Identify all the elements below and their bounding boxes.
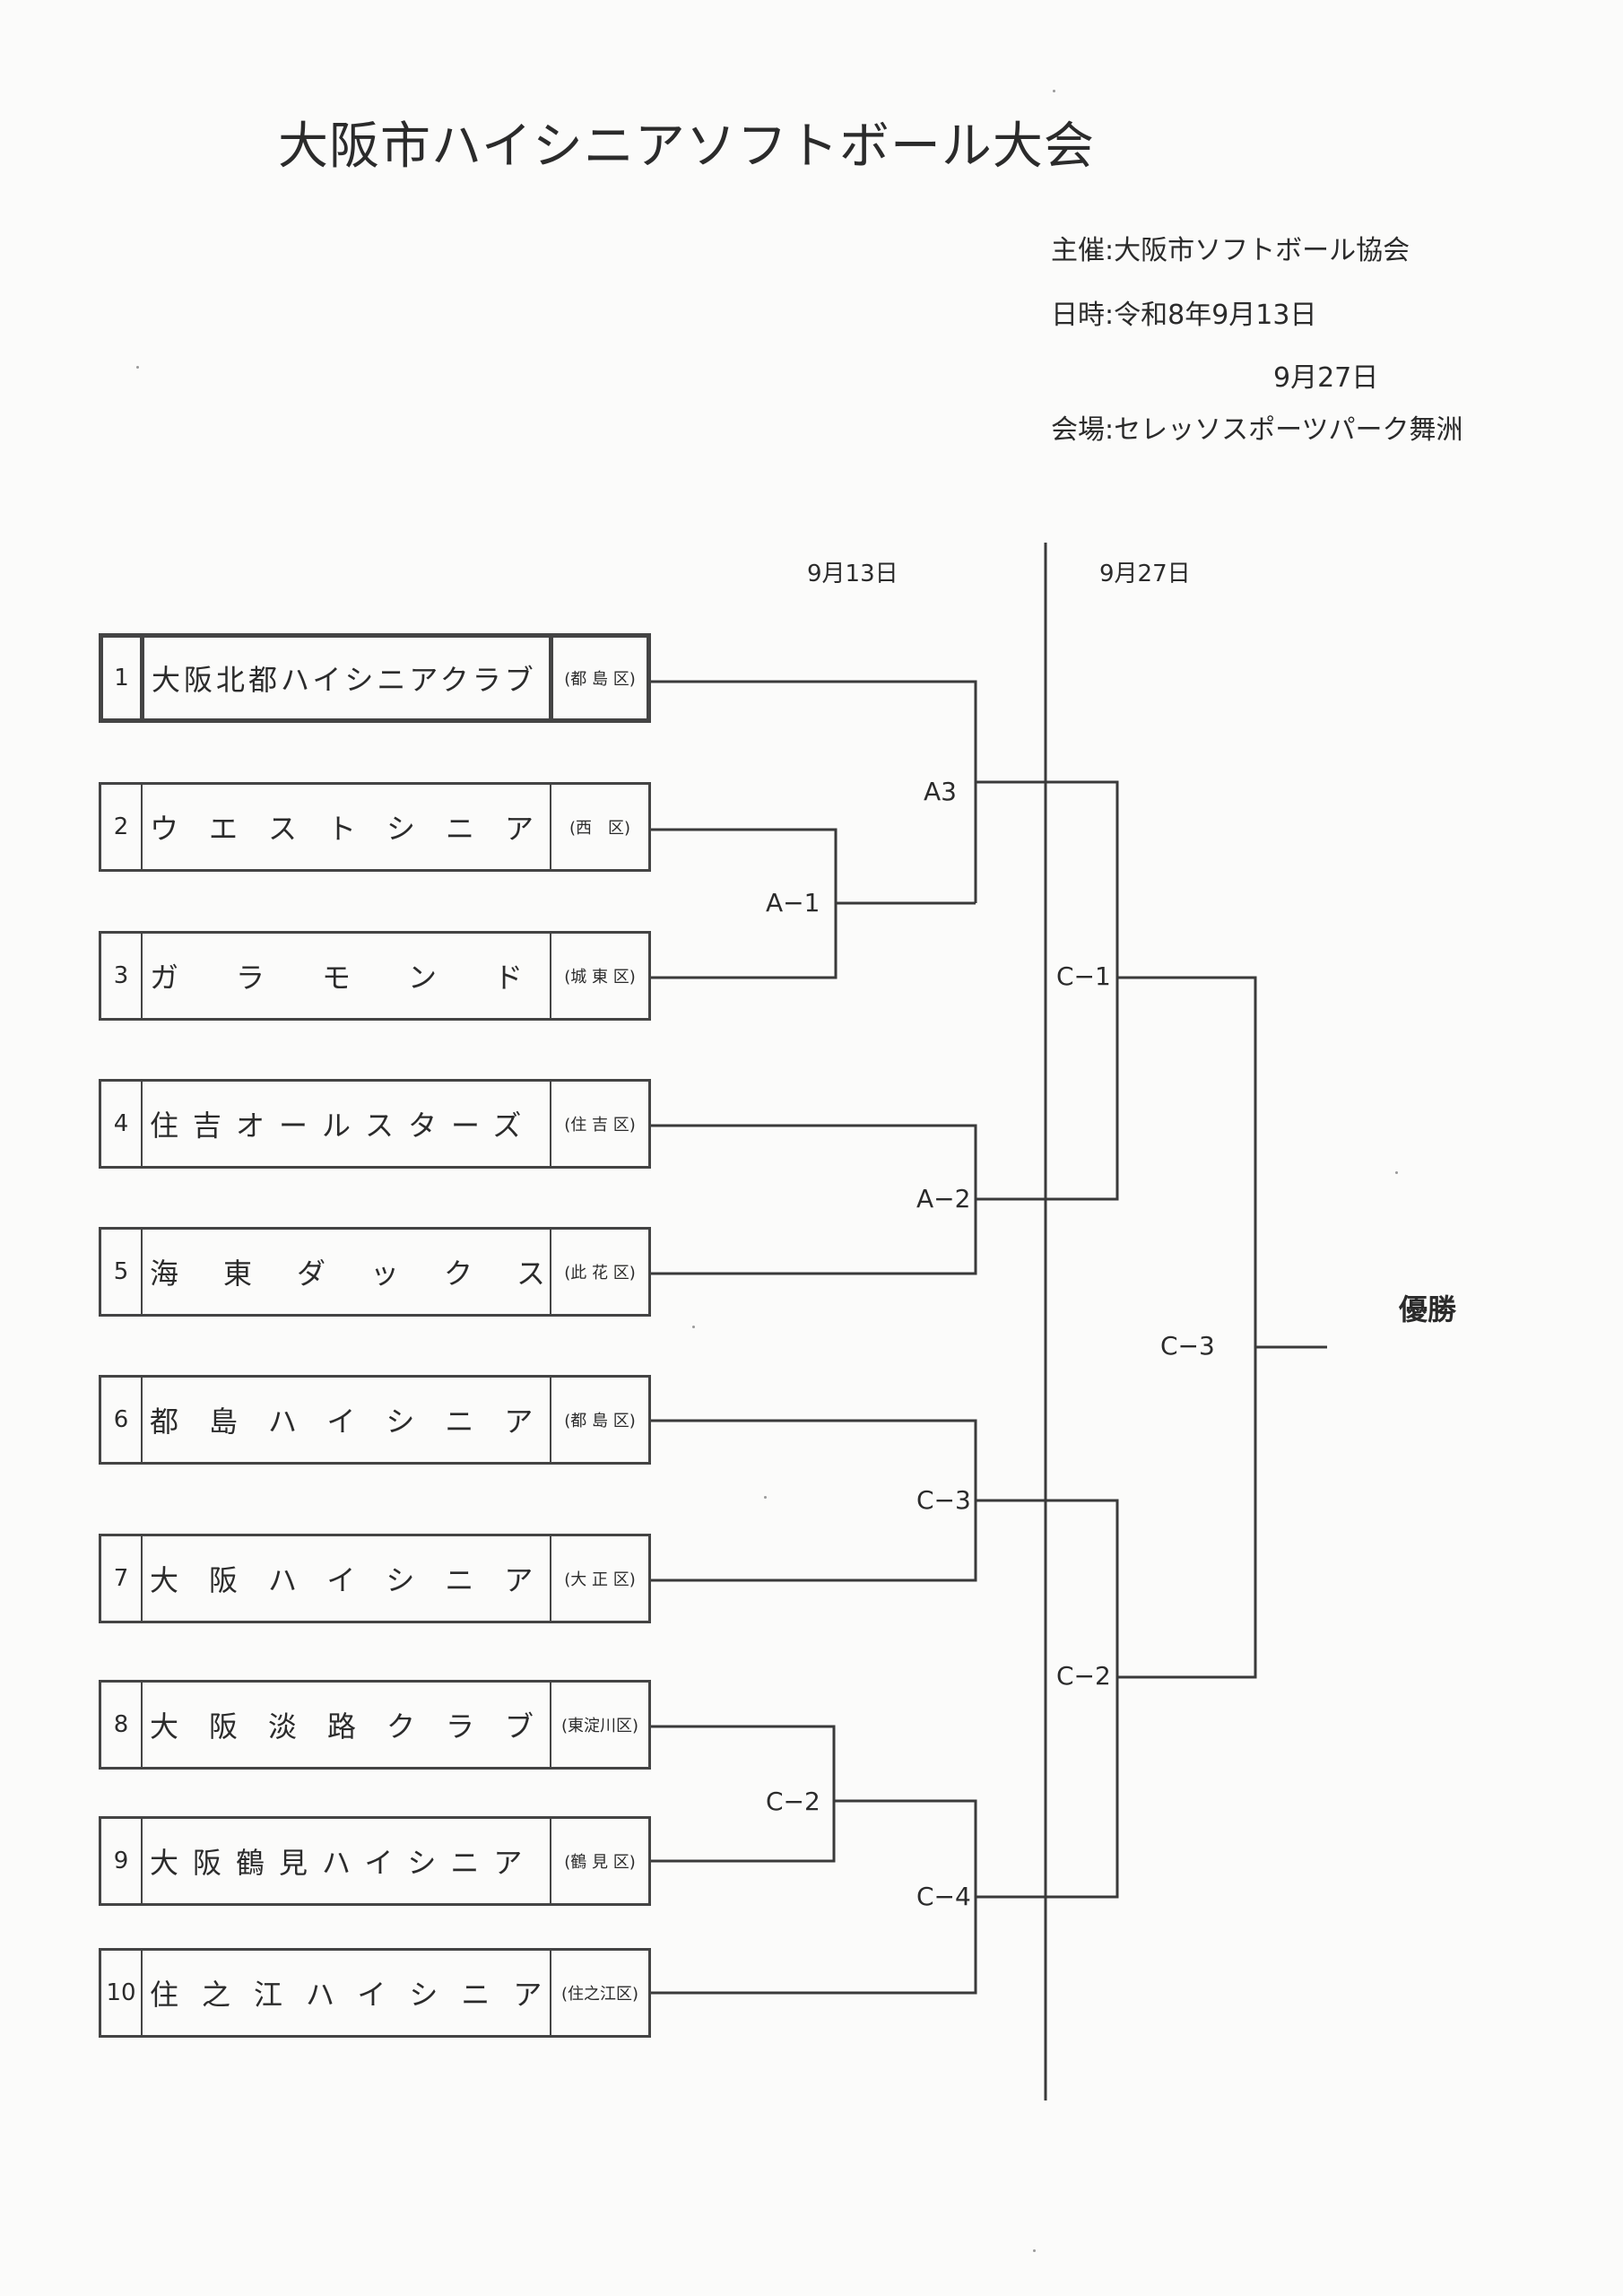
team-name: 都島ハイシニア: [150, 1405, 551, 1439]
team-entry: 1 大阪北都ハイシニアクラブ (都 島 区): [99, 633, 651, 723]
match-label-c3-final: C−3: [1159, 1331, 1217, 1361]
seed-number: 6: [101, 1378, 143, 1462]
team-entry: 6 都島ハイシニア (都 島 区): [99, 1375, 651, 1465]
match-label-c2-first: C−2: [764, 1787, 822, 1817]
paper-speck: [136, 366, 139, 369]
seed-number: 5: [101, 1230, 143, 1314]
team-name-cell: 海東ダックス: [143, 1230, 551, 1314]
team-ward: (都 島 区): [564, 670, 636, 689]
seed-number: 4: [101, 1082, 143, 1166]
match-label-c4: C−4: [915, 1882, 973, 1912]
seed-number: 2: [101, 785, 143, 869]
team-ward: (住 吉 区): [564, 1116, 636, 1135]
team-name-cell: ウエストシニア: [143, 785, 551, 869]
date-text-second: 9月27日: [1273, 362, 1379, 394]
team-name: 海東ダックス: [150, 1257, 551, 1291]
team-entry: 4 住吉オールスターズ (住 吉 区): [99, 1079, 651, 1169]
team-entry: 2 ウエストシニア (西 区): [99, 782, 651, 872]
paper-speck: [1395, 1171, 1398, 1174]
match-label-a1: A−1: [764, 888, 822, 918]
team-name: 大阪鶴見ハイシニア: [150, 1846, 537, 1880]
team-name: ウエストシニア: [150, 812, 551, 846]
team-name: 大阪ハイシニア: [150, 1563, 551, 1597]
team-name-cell: 住之江ハイシニア: [143, 1951, 551, 2035]
match-label-c2-second: C−2: [1055, 1661, 1113, 1692]
team-name: 大阪淡路クラブ: [150, 1709, 551, 1744]
team-entry: 3 ガラモンド (城 東 区): [99, 931, 651, 1021]
paper-speck: [1053, 90, 1055, 92]
organizer-text: 主催:大阪市ソフトボール協会: [1051, 235, 1410, 266]
paper-speck: [1033, 2249, 1036, 2252]
team-name-cell: 大阪淡路クラブ: [143, 1683, 551, 1767]
match-label-c1: C−1: [1055, 961, 1113, 992]
team-name-cell: ガラモンド: [143, 934, 551, 1018]
paper-speck: [692, 1326, 695, 1328]
team-ward: (都 島 区): [564, 1412, 636, 1431]
team-ward: (此 花 区): [564, 1264, 636, 1283]
seed-number: 8: [101, 1683, 143, 1767]
team-name: 住之江ハイシニア: [150, 1978, 551, 2012]
team-entry: 5 海東ダックス (此 花 区): [99, 1227, 651, 1317]
page-title: 大阪市ハイシニアソフトボール大会: [278, 117, 1095, 176]
match-label-a3: A3: [922, 777, 959, 807]
team-name: 住吉オールスターズ: [150, 1109, 536, 1143]
team-ward: (住之江区): [560, 1985, 639, 2004]
team-name-cell: 都島ハイシニア: [143, 1378, 551, 1462]
team-ward: (西 区): [568, 819, 631, 838]
seed-number: 9: [101, 1819, 143, 1903]
seed-number: 7: [101, 1536, 143, 1621]
date-text: 日時:令和8年9月13日: [1051, 300, 1317, 331]
seed-number: 3: [101, 934, 143, 1018]
team-entry: 10 住之江ハイシニア (住之江区): [99, 1948, 651, 2038]
match-label-a2: A−2: [915, 1184, 973, 1214]
paper-speck: [764, 1496, 767, 1499]
match-label-c3-first: C−3: [915, 1485, 973, 1516]
team-name-cell: 大阪鶴見ハイシニア: [143, 1819, 551, 1903]
team-name: 大阪北都ハイシニアクラブ: [152, 663, 537, 697]
team-name: ガラモンド: [150, 961, 551, 995]
team-entry: 9 大阪鶴見ハイシニア (鶴 見 区): [99, 1816, 651, 1906]
round1-date-header: 9月13日: [807, 561, 898, 587]
team-name-cell: 住吉オールスターズ: [143, 1082, 551, 1166]
team-ward: (鶴 見 区): [564, 1853, 636, 1872]
team-name-cell: 大阪ハイシニア: [143, 1536, 551, 1621]
seed-number: 1: [103, 638, 144, 718]
team-ward: (東淀川区): [560, 1717, 639, 1735]
team-ward: (城 東 区): [564, 968, 636, 987]
team-ward: (大 正 区): [564, 1570, 636, 1589]
venue-text: 会場:セレッソスポーツパーク舞洲: [1051, 414, 1463, 446]
champion-label: 優勝: [1399, 1292, 1457, 1326]
seed-number: 10: [101, 1951, 143, 2035]
team-entry: 7 大阪ハイシニア (大 正 区): [99, 1534, 651, 1623]
team-entry: 8 大阪淡路クラブ (東淀川区): [99, 1680, 651, 1770]
team-name-cell: 大阪北都ハイシニアクラブ: [144, 638, 553, 718]
round2-date-header: 9月27日: [1099, 561, 1191, 587]
